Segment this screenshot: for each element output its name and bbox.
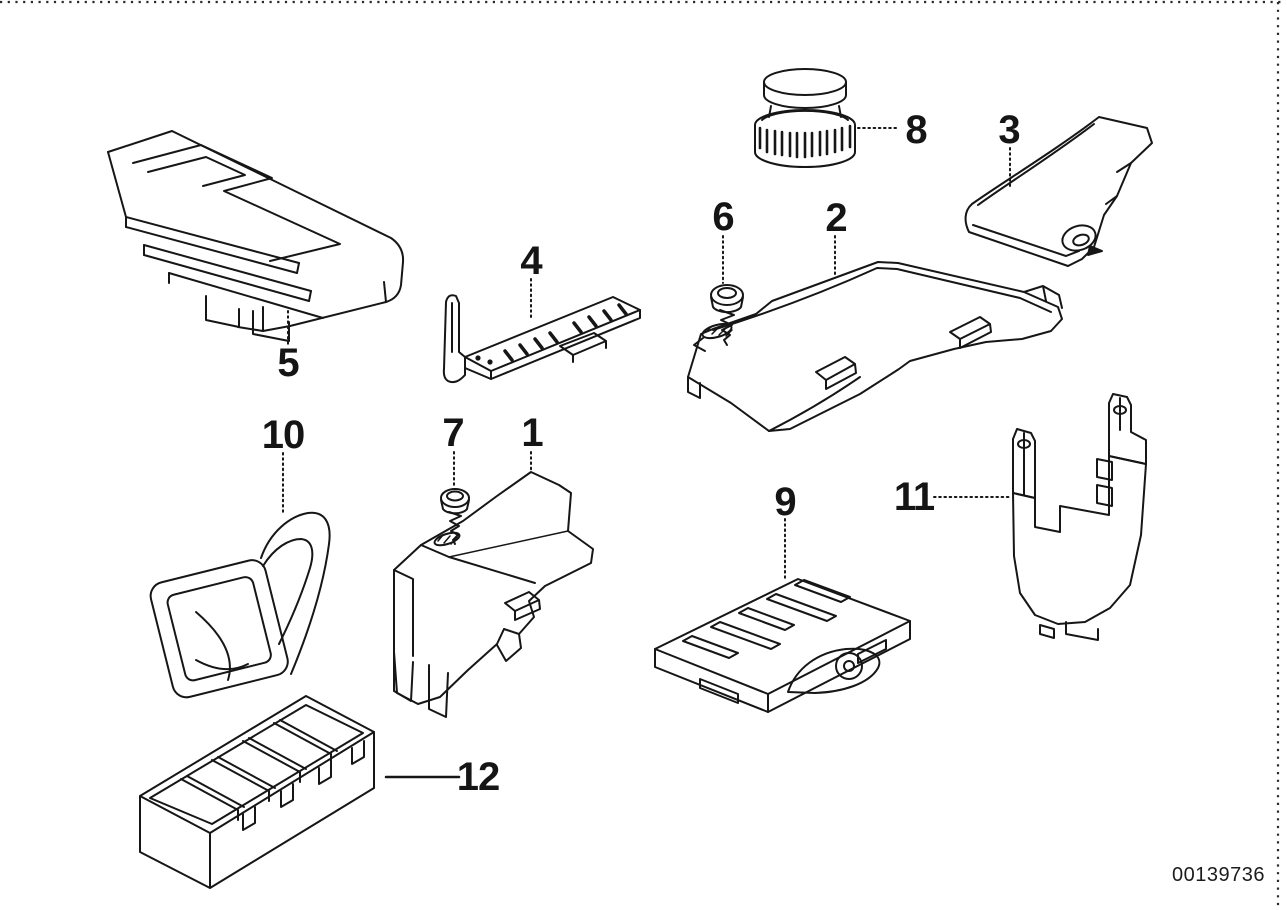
part-label-12: 12 xyxy=(456,755,500,799)
part-label-2: 2 xyxy=(825,196,847,240)
part-4-drawing xyxy=(442,294,641,384)
part-11-drawing xyxy=(1012,393,1147,641)
part-12-drawing xyxy=(139,695,375,889)
part-label-7: 7 xyxy=(442,411,464,455)
part-10-drawing xyxy=(149,511,331,699)
part-9-drawing xyxy=(654,578,911,713)
leader-lines xyxy=(282,127,1012,580)
part-2-drawing xyxy=(687,261,1063,432)
part-7-drawing xyxy=(440,488,470,545)
part-label-4: 4 xyxy=(520,239,542,283)
part-8-drawing xyxy=(754,68,856,168)
screw-head xyxy=(710,284,744,314)
part-label-3: 3 xyxy=(998,108,1020,152)
part-label-5: 5 xyxy=(277,341,299,385)
part-label-6: 6 xyxy=(712,195,734,239)
part-label-10: 10 xyxy=(261,413,305,457)
part-5-drawing xyxy=(107,130,405,342)
part-6-drawing xyxy=(710,284,744,346)
screw-head xyxy=(440,488,470,515)
diagram-id-number: 00139736 xyxy=(1172,864,1265,886)
part-label-11: 11 xyxy=(893,475,935,519)
part-1-drawing xyxy=(393,471,594,718)
screw-thread xyxy=(448,511,462,545)
part-3-drawing xyxy=(964,116,1153,267)
part-label-8: 8 xyxy=(905,108,927,152)
part-label-9: 9 xyxy=(774,480,796,524)
screw-thread xyxy=(719,309,735,346)
part-label-1: 1 xyxy=(521,411,543,455)
